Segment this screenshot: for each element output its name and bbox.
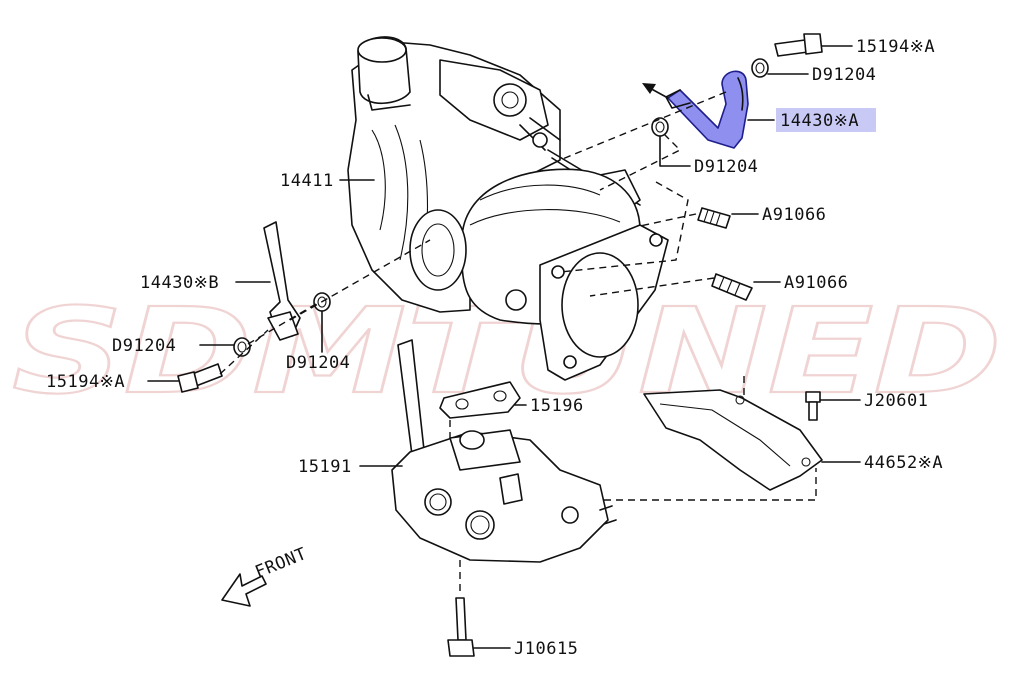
label-gasket: 15196	[530, 396, 584, 416]
alignment-lines	[219, 91, 817, 596]
bolt-right	[805, 391, 821, 421]
bolt-bottom	[447, 597, 475, 657]
label-bolt-left: 15194※A	[46, 372, 125, 392]
label-washer-top-left: D91204	[694, 157, 758, 177]
bolt-top	[774, 33, 823, 57]
label-washer-mid: D91204	[286, 353, 350, 373]
label-stud-lower: A91066	[784, 273, 848, 293]
stud-lower	[711, 273, 753, 301]
gasket	[439, 381, 521, 419]
label-washer-left: D91204	[112, 336, 176, 356]
oil-pipe-a	[665, 70, 749, 149]
front-label: FRONT	[252, 544, 309, 583]
bolt-left	[177, 363, 223, 393]
exhaust-pipe	[391, 339, 617, 563]
turbocharger-assembly	[347, 36, 669, 381]
highlight-label-bg	[776, 108, 876, 132]
direction-arrow	[642, 83, 669, 99]
stud-upper	[697, 207, 731, 229]
label-bolt-bottom: J10615	[514, 639, 578, 659]
label-turbo: 14411	[280, 171, 334, 191]
label-bolt-top: 15194※A	[856, 37, 935, 57]
label-oil-pipe-b: 14430※B	[140, 273, 219, 293]
washer-top-right	[751, 58, 769, 78]
label-washer-top-right: D91204	[812, 65, 876, 85]
label-exhaust-pipe: 15191	[298, 457, 352, 477]
label-heat-shield: 44652※A	[864, 453, 943, 473]
label-stud-upper: A91066	[762, 205, 826, 225]
front-indicator: FRONT	[221, 544, 310, 607]
heat-shield	[643, 389, 823, 491]
label-bolt-right: J20601	[864, 391, 928, 411]
label-oil-pipe-a: 14430※A	[780, 111, 859, 131]
leader-lines	[147, 45, 861, 649]
